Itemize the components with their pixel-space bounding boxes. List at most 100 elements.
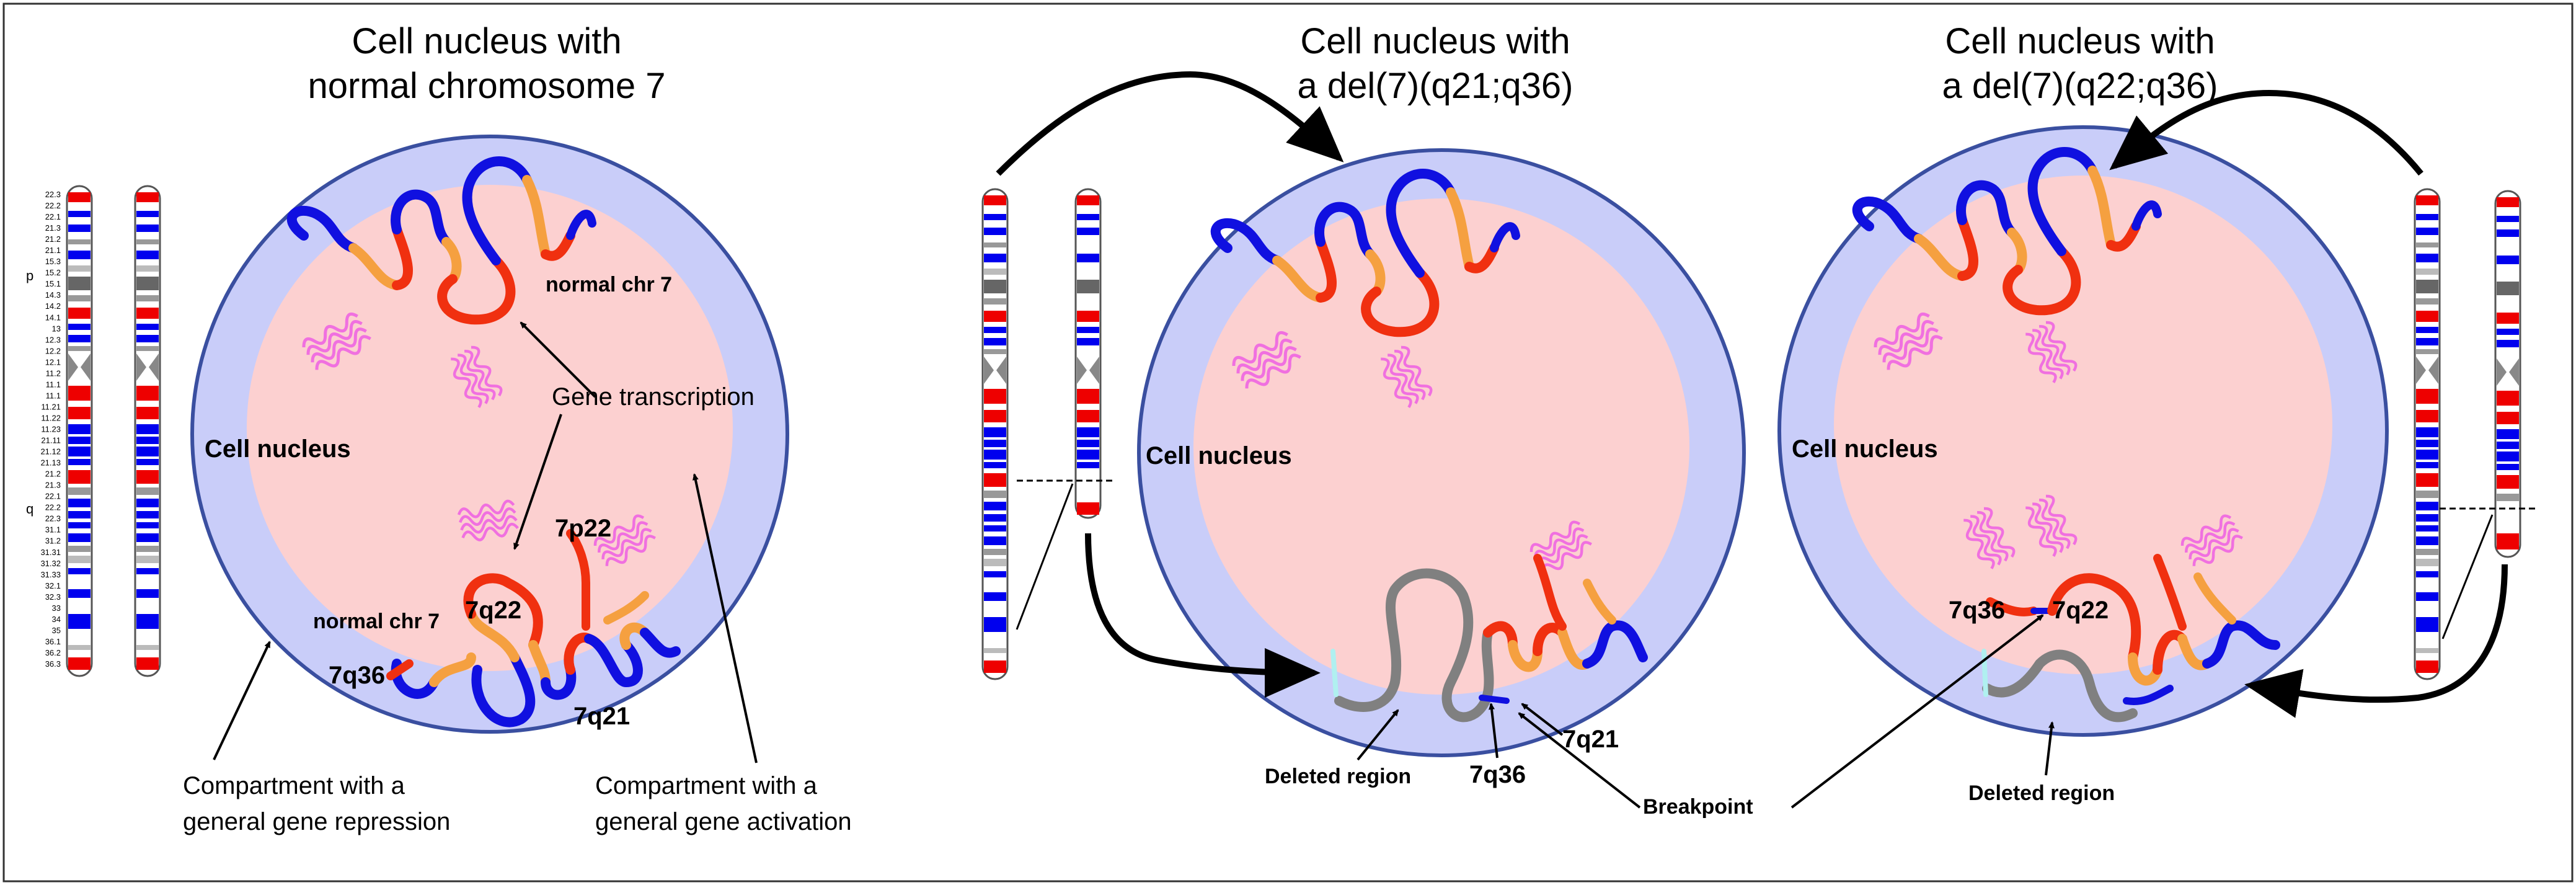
arrow-7q21 (1521, 703, 1564, 736)
band-label: 31.1 (45, 525, 61, 535)
nucleus-inner-compartment (1193, 198, 1689, 695)
panel-1-title-line1: Cell nucleus with (352, 21, 621, 61)
gene-transcription-label: Gene transcription (552, 383, 755, 411)
arrow-7q36 (1489, 703, 1498, 758)
normal-chr-lower-label: normal chr 7 (313, 610, 440, 633)
band-label: 31.32 (40, 559, 61, 568)
band-label: 36.3 (45, 659, 61, 669)
chromatin-upper (1210, 169, 1520, 337)
band-label: 12.3 (45, 335, 61, 344)
arrow-gene-transcription-down (513, 414, 562, 550)
band-label: 13 (52, 324, 61, 333)
panel-del-q22-q36: Cell nucleus with a del(7)(q22;q36) (1777, 21, 2539, 805)
band-labels: 22.322.222.121.321.221.115.315.215.114.3… (40, 190, 61, 669)
arrow-repression (213, 641, 271, 760)
band-label: 21.3 (45, 481, 61, 490)
band-label: 12.1 (45, 357, 61, 367)
deleted-region-chromatin (1330, 554, 1648, 723)
band-label: 22.1 (45, 492, 61, 501)
band-label: 21.12 (40, 447, 61, 456)
arrow-deleted-region (2045, 721, 2055, 776)
arrow-activation (693, 473, 758, 763)
label-7q22: 7q22 (465, 597, 521, 624)
band-label: 36.2 (45, 648, 61, 657)
band-label: 11.1 (46, 380, 61, 389)
band-label: 21.2 (45, 469, 61, 479)
band-label: 15.2 (45, 268, 61, 277)
panel-3-title-line2: a del(7)(q22;q36) (1942, 66, 2218, 106)
chromatin-upper (286, 156, 596, 325)
arrow-deleted-region (1357, 709, 1399, 761)
nucleus-label: Cell nucleus (205, 435, 351, 463)
panel-2-title-line2: a del(7)(q21;q36) (1298, 66, 1573, 106)
breakpoint-label: Breakpoint (1643, 795, 1753, 819)
band-label: 15.1 (45, 279, 61, 288)
band-label: 14.3 (45, 290, 61, 300)
band-label: 11.2 (46, 368, 61, 378)
band-label: 21.1 (45, 246, 61, 255)
deletion-link-line (1016, 483, 1074, 630)
chromosome-ideogram-2 (134, 185, 161, 677)
deleted-region-label: Deleted region (1968, 781, 2115, 805)
band-label: 36.1 (45, 637, 61, 646)
band-label: 21.13 (40, 458, 61, 468)
band-label: 11.22 (41, 414, 61, 423)
band-label: 11.21 (41, 402, 61, 412)
panel-3-title-line1: Cell nucleus with (1945, 21, 2215, 61)
band-label: 21.3 (45, 223, 61, 233)
band-label: 21.11 (41, 436, 61, 445)
normal-chr-upper-label: normal chr 7 (546, 273, 672, 296)
band-label: 35 (52, 626, 61, 635)
nucleus-inner-compartment (1834, 176, 2332, 674)
arrow-normal-chromosome-to-nucleus (2109, 89, 2423, 176)
band-label: 11.1 (46, 391, 61, 400)
band-label: 22.2 (45, 201, 61, 210)
band-label: 14.2 (45, 301, 61, 311)
panel-normal: Cell nucleus with normal chromosome 7 22… (26, 21, 852, 835)
nucleus-label: Cell nucleus (1792, 435, 1938, 463)
label-7q36: 7q36 (1949, 597, 2005, 624)
label-7q21: 7q21 (1562, 726, 1619, 753)
panel-2-title-line1: Cell nucleus with (1300, 21, 1570, 61)
band-label: 14.1 (45, 313, 61, 322)
activation-caption-line1: Compartment with a (595, 772, 818, 799)
band-label: 32.3 (45, 592, 61, 602)
band-label: 22.3 (45, 514, 61, 523)
arrow-breakpoint-panel-3 (1790, 614, 2044, 809)
arm-p-label: p (26, 268, 33, 283)
arrow-normal-chromosome-to-nucleus (996, 71, 1344, 176)
band-label: 22.3 (45, 190, 61, 199)
deletion-link-line (2441, 514, 2494, 639)
arm-q-label: q (26, 501, 33, 517)
activation-caption-line2: general gene activation (595, 808, 852, 835)
label-7p22: 7p22 (555, 515, 611, 542)
chromatin-lower (386, 529, 681, 727)
band-label: 31.31 (40, 548, 61, 557)
label-7q36: 7q36 (329, 662, 385, 689)
nucleus-label: Cell nucleus (1146, 442, 1292, 469)
chromosome-ideogram (66, 185, 93, 677)
label-7q21: 7q21 (573, 703, 630, 730)
band-label: 33 (52, 603, 61, 613)
band-label: 21.2 (45, 234, 61, 244)
deleted-region-chromatin (1981, 554, 2280, 723)
arrow-gene-transcription-up (520, 321, 596, 398)
band-label: 34 (52, 615, 61, 624)
arrow-deleted-chromosome-to-nucleus (1085, 533, 1321, 698)
band-label: 15.3 (45, 257, 61, 266)
chromatin-upper (1852, 147, 2162, 316)
panel-del-q21-q36: Cell nucleus with a del(7)(q21;q36) (981, 21, 1746, 788)
arrow-deleted-chromosome-to-nucleus (2244, 564, 2508, 718)
band-label: 32.1 (45, 581, 61, 590)
band-label: 12.2 (45, 346, 61, 355)
arrow-breakpoint-panel-2 (1518, 712, 1641, 809)
chromosome-deleted-left (1074, 188, 1102, 519)
repression-caption-line2: general gene repression (183, 808, 450, 835)
chromosome-deleted-right (2494, 190, 2521, 558)
band-label: 31.33 (40, 570, 61, 579)
repression-caption-line1: Compartment with a (183, 772, 405, 799)
chromosome-normal-left (981, 188, 1009, 680)
chromosome-normal-right (2414, 188, 2441, 680)
